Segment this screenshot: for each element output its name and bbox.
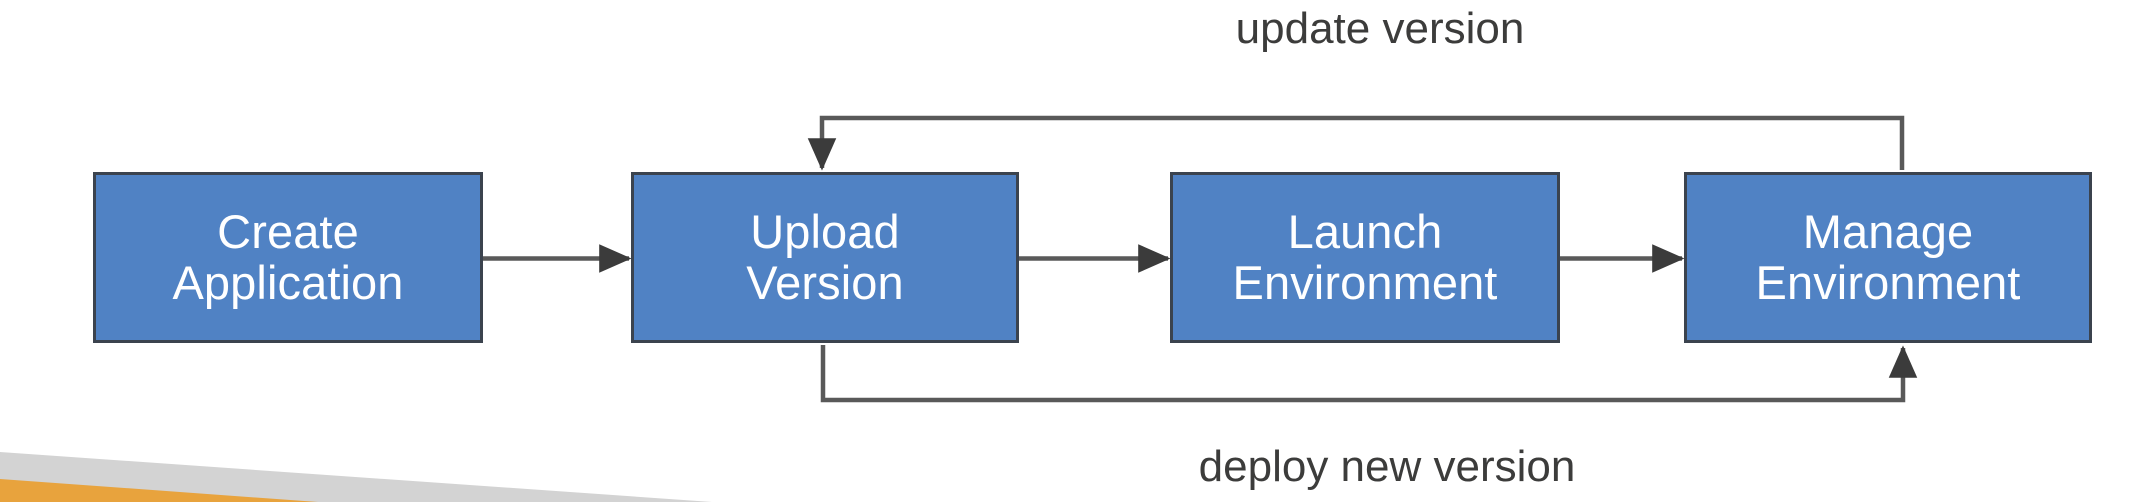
edge-upload-to-manage-deploy	[820, 345, 1918, 403]
node-upload-version[interactable]: Upload Version	[631, 172, 1019, 343]
orange-accent-wedge	[0, 479, 318, 502]
node-create-application-line-2: Application	[172, 255, 404, 309]
edge-manage-to-upload-update	[807, 115, 1905, 171]
node-manage-environment-line-1: Manage	[1802, 204, 1974, 258]
gray-accent-wedge	[0, 452, 712, 502]
node-create-application[interactable]: Create Application	[93, 172, 483, 343]
node-upload-version-line-2: Version	[746, 255, 904, 309]
edge-label-deploy-new-version: deploy new version	[1198, 442, 1576, 491]
node-manage-environment[interactable]: Manage Environment	[1684, 172, 2092, 343]
node-create-application-line-1: Create	[217, 204, 359, 258]
node-launch-environment-line-2: Environment	[1232, 255, 1498, 309]
edge-label-update-version: update version	[1235, 4, 1525, 53]
node-manage-environment-line-2: Environment	[1755, 255, 2021, 309]
node-upload-version-line-1: Upload	[750, 204, 900, 258]
node-launch-environment-line-1: Launch	[1287, 204, 1443, 258]
node-launch-environment[interactable]: Launch Environment	[1170, 172, 1560, 343]
